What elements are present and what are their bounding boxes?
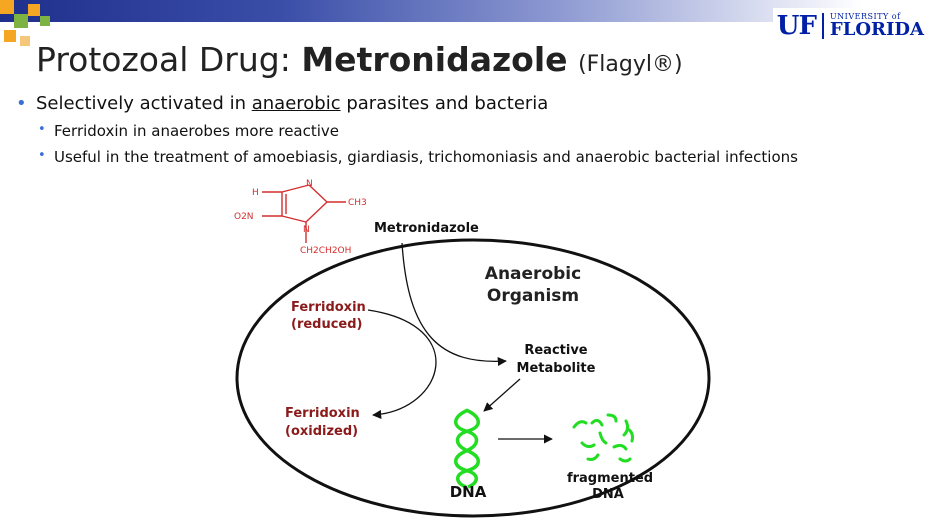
molecule-structure	[262, 184, 346, 243]
title-prefix: Protozoal Drug:	[36, 40, 291, 79]
arrow-metabolite-to-dna	[483, 378, 521, 412]
uf-logo: UF UNIVERSITY of FLORIDA	[772, 8, 928, 44]
ferridoxin-oxidized-1: Ferridoxin	[285, 406, 360, 421]
decor-square	[28, 4, 40, 16]
bullet-list: Selectively activated in anaerobic paras…	[16, 93, 798, 166]
logo-divider	[821, 13, 824, 39]
ferridoxin-oxidized-2: (oxidized)	[285, 424, 358, 439]
ferridoxin-reduced-1: Ferridoxin	[291, 300, 366, 315]
drug-label: Metronidazole	[374, 221, 479, 236]
bullet-sub-2: Useful in the treatment of amoebiasis, g…	[16, 148, 798, 166]
arrow-ferridoxin-cycle	[367, 309, 437, 419]
molecule-n-bottom: N	[303, 225, 310, 235]
decor-square	[20, 36, 30, 46]
title-brand: (Flagyl®)	[578, 52, 683, 77]
metronidazole-diagram: H N CH3 O2N N CH2CH2OH Metronidazole Ana…	[234, 179, 711, 518]
logo-uf-text: UF	[776, 11, 817, 41]
decor-square	[14, 14, 28, 28]
decor-square	[40, 16, 50, 26]
header-bar	[0, 0, 936, 22]
ferridoxin-reduced-2: (reduced)	[291, 317, 363, 332]
dna-label: DNA	[450, 483, 487, 501]
molecule-side-chain: CH2CH2OH	[300, 246, 351, 256]
slide-title: Protozoal Drug: Metronidazole (Flagyl®)	[36, 40, 683, 79]
arrow-drug-to-metabolite	[401, 242, 507, 367]
organism-ellipse	[235, 238, 711, 518]
organism-label-1: Anaerobic	[485, 264, 581, 284]
molecule-ch3: CH3	[348, 198, 367, 208]
bullet-sub-1: Ferridoxin in anaerobes more reactive	[16, 122, 798, 140]
bullet-main-text-2: parasites and bacteria	[340, 93, 549, 114]
reactive-label-2: Metabolite	[517, 361, 596, 376]
fragmented-label-2: DNA	[592, 487, 624, 502]
fragmented-label-1: fragmented	[567, 471, 653, 486]
molecule-n-top: N	[306, 179, 313, 189]
bullet-main-underlined: anaerobic	[251, 93, 341, 114]
molecule-h: H	[252, 188, 259, 198]
dna-fragments	[572, 413, 634, 463]
decor-square	[4, 30, 16, 42]
logo-university-text: UNIVERSITY of	[829, 12, 901, 21]
molecule-o2n: O2N	[234, 212, 254, 222]
decor-square	[0, 0, 14, 14]
logo-florida-text: FLORIDA	[829, 19, 924, 40]
organism-label-2: Organism	[487, 286, 579, 306]
bullet-main-text-1: Selectively activated in	[36, 93, 252, 114]
bullet-main: Selectively activated in anaerobic paras…	[16, 93, 798, 114]
title-drug: Metronidazole	[301, 40, 568, 79]
reactive-label-1: Reactive	[524, 343, 587, 358]
dna-helix	[454, 408, 480, 489]
